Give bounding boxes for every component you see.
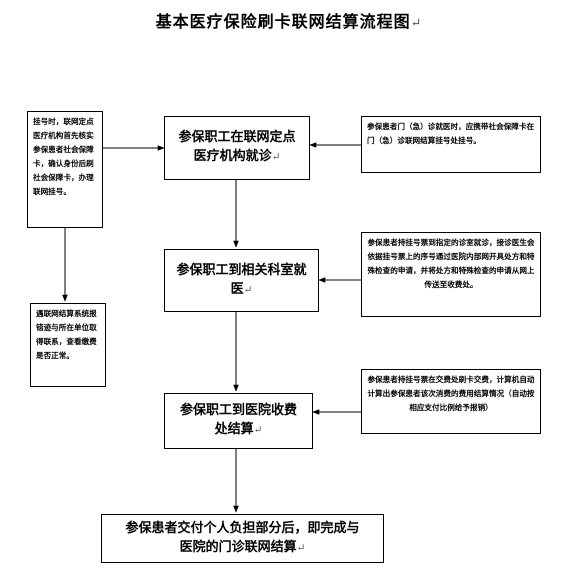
step-4-box: 参保患者交付个人负担部分后，即完成与医院的门诊联网结算↵ xyxy=(101,514,384,563)
step-3-box: 参保职工到医院收费处结算↵ xyxy=(164,393,313,449)
right-note-payment: 参保患者持挂号票在交费处刷卡交费，计算机自动计算出参保患者该次消费的费用结算情况… xyxy=(361,369,541,434)
right-note-consultation: 参保患者持挂号票到指定的诊室就诊，接诊医生会依据挂号票上的序号通过医院内部网开具… xyxy=(361,232,541,317)
left-note-registration: 挂号时，联网定点医疗机构首先核实参保患者社会保障卡，确认身份后刷社会保障卡，办理… xyxy=(27,111,103,228)
step-1-box: 参保职工在联网定点医疗机构就诊↵ xyxy=(164,116,310,180)
step-2-box: 参保职工到相关科室就医↵ xyxy=(164,249,319,312)
right-note-outpatient-registration: 参保患者门（急）诊就医时，应携带社会保障卡在门（急）诊联网结算挂号处挂号。 xyxy=(361,116,541,173)
left-note-error-handling: 遇联网结算系统报错迹与所在单位取得联系，查看缴费是否正常。 xyxy=(30,303,106,387)
diagram-title: 基本医疗保险刷卡联网结算流程图↵ xyxy=(155,12,423,31)
